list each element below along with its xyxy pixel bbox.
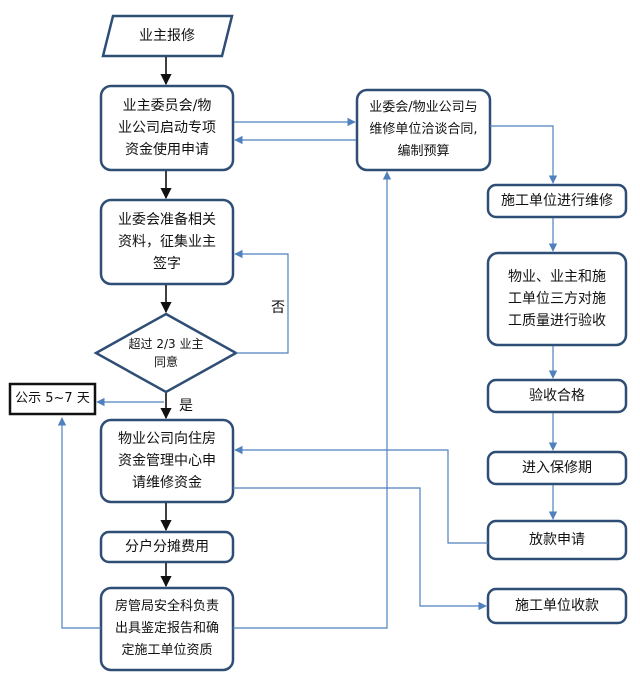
collect-sign-node	[99, 198, 235, 286]
edge-bureau-to-negotiate	[233, 171, 392, 629]
negotiate-node	[355, 88, 492, 172]
edge-bureau-to-publicity	[57, 417, 101, 629]
apply-fund-node	[99, 418, 235, 504]
inspect-node	[486, 251, 628, 347]
edge-apply-to-receive	[233, 487, 487, 611]
edge-payment-to-apply	[234, 445, 488, 544]
publicity-node	[8, 382, 97, 416]
repair-node	[486, 183, 628, 219]
warranty-node	[486, 450, 628, 486]
owner-report-node	[101, 14, 234, 58]
edge-negotiate-to-repair	[490, 125, 558, 184]
qualified-node	[486, 378, 628, 414]
edge-decision-no-loop	[234, 249, 289, 354]
housing-bureau-node	[99, 586, 235, 672]
start-fund-node	[99, 84, 235, 172]
payment-apply-node	[486, 519, 628, 561]
decision-node	[93, 312, 239, 394]
receive-node	[486, 587, 628, 625]
split-cost-node	[99, 530, 235, 564]
